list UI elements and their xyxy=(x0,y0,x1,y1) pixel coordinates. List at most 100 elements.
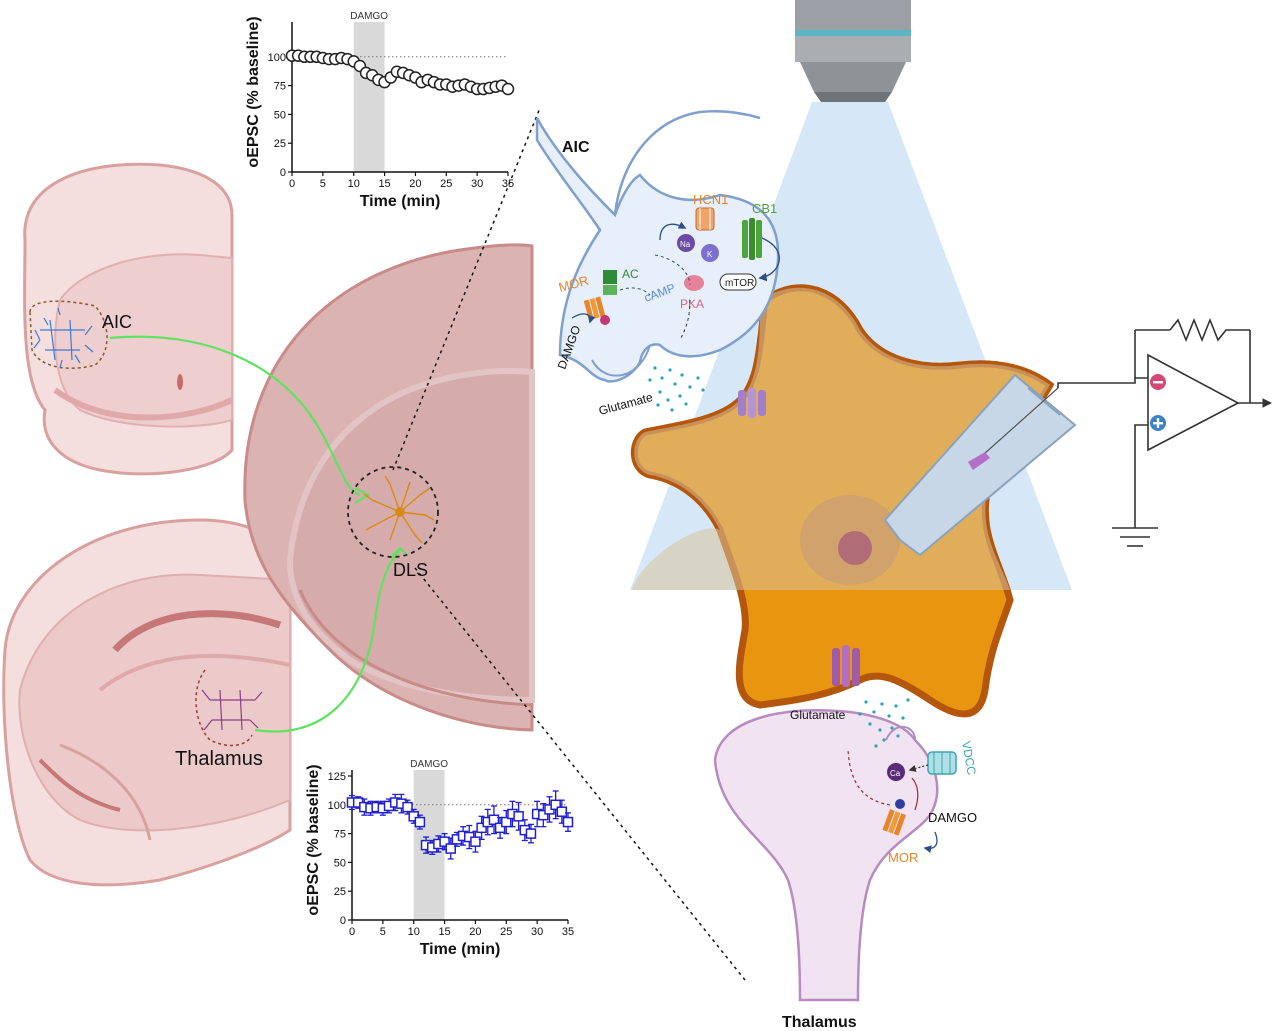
pka-icon xyxy=(684,275,704,291)
calcium-ion-icon xyxy=(887,763,905,781)
label-na: Na xyxy=(680,240,691,249)
chart-bottom-x-tick-label: 5 xyxy=(380,926,386,938)
glutamate-dots-bottom xyxy=(858,698,910,748)
chart-bottom-x-tick-label: 35 xyxy=(562,926,574,938)
brain-slice-thalamus xyxy=(2,518,292,887)
chart-top-y-tick-label: 50 xyxy=(274,109,286,121)
chart-top-x-tick-label: 25 xyxy=(440,178,452,190)
label-thalamus-terminal: Thalamus xyxy=(782,1014,857,1031)
chart-bottom-x-axis-label: Time (min) xyxy=(420,941,501,958)
label-glutamate-top: Glutamate xyxy=(597,390,654,418)
chart-top-y-tick-label: 25 xyxy=(274,138,286,150)
glutamate-dots-top xyxy=(648,366,705,412)
chart-top-x-tick-label: 10 xyxy=(348,178,360,190)
chart-bottom-data-point xyxy=(402,801,413,813)
chart-bottom-data-point xyxy=(562,816,574,828)
chart-top-data-point xyxy=(501,82,515,96)
chart-bottom-x-tick-label: 15 xyxy=(438,926,450,938)
aic-projection-path xyxy=(109,335,361,497)
ac-enzyme-icon xyxy=(603,270,617,295)
chart-bottom-x-tick-label: 20 xyxy=(469,926,481,938)
recording-pipette-icon xyxy=(883,373,1077,557)
chart-bottom-x-tick-label: 25 xyxy=(500,926,512,938)
chart-top-x-axis-label: Time (min) xyxy=(360,193,441,210)
label-aic-terminal: AIC xyxy=(562,139,590,156)
label-damgo-bottom: DAMGO xyxy=(928,810,977,825)
label-dls: DLS xyxy=(393,560,428,580)
chart-top-shaded-interval xyxy=(353,22,385,172)
brain-slice-striatum xyxy=(243,243,535,732)
thalamus-neuron-icon xyxy=(201,689,263,731)
chart-bottom-x-tick-label: 10 xyxy=(408,926,420,938)
zoom-line-top xyxy=(392,107,541,471)
chart-top-x-tick-label: 20 xyxy=(409,178,421,190)
chart-bottom-data-point xyxy=(445,843,456,854)
chart-bottom-y-tick-label: 75 xyxy=(334,829,346,841)
chart-bottom-data-point xyxy=(488,814,500,826)
chart-top-x-tick-label: 0 xyxy=(289,178,295,190)
chart-bottom-data-point xyxy=(525,828,537,839)
amplifier-inputs xyxy=(1150,374,1166,431)
vdcc-channel-icon xyxy=(927,751,957,775)
chart-bottom-x-tick-label: 30 xyxy=(531,926,543,938)
resistor-icon xyxy=(1169,317,1250,343)
chart-top-x-tick-label: 30 xyxy=(471,178,483,190)
sodium-ion-icon xyxy=(677,234,695,252)
label-aic-brain: AIC xyxy=(102,312,132,332)
potassium-ion-icon xyxy=(701,244,719,262)
chart-top-x-tick-label: 35 xyxy=(502,178,514,190)
chart-top-y-tick-label: 0 xyxy=(280,167,286,179)
chart-top-x-tick-label: 5 xyxy=(320,178,326,190)
chart-bottom-shaded-label: DAMGO xyxy=(410,759,448,770)
zoom-line-bottom xyxy=(414,567,746,981)
chart-bottom-data-point xyxy=(501,816,512,828)
thalamus-projection-path xyxy=(254,549,401,733)
chart-bottom-y-tick-label: 125 xyxy=(328,771,346,783)
amplifier-icon xyxy=(1057,329,1272,528)
receptor-top-icon xyxy=(738,388,766,418)
chart-bottom-data-point xyxy=(476,822,487,834)
label-vdcc: VDCC xyxy=(959,740,979,776)
chart-bottom-data-point xyxy=(538,809,549,821)
chart-top-y-tick-label: 100 xyxy=(268,52,286,64)
label-k: K xyxy=(707,250,713,259)
cb1-receptor-icon xyxy=(742,218,762,260)
neuron-nucleus xyxy=(838,531,872,565)
chart-bottom-data-point xyxy=(556,806,568,817)
chart-bottom-data-point xyxy=(494,822,506,834)
label-cb1: CB1 xyxy=(752,201,777,216)
chart-top-shaded-label: DAMGO xyxy=(350,11,388,22)
mor-receptor-bottom-icon xyxy=(882,799,906,836)
label-mtor: mTOR xyxy=(725,278,754,289)
brain-slice-aic xyxy=(23,162,234,476)
chart-bottom-y-axis-label: oEPSC (% baseline) xyxy=(305,764,322,915)
label-ca: Ca xyxy=(890,769,901,778)
label-mor-bottom: MOR xyxy=(888,850,918,865)
chart-bottom-data-point xyxy=(439,836,450,847)
chart-bottom-data-point xyxy=(513,811,524,822)
mtor-box xyxy=(719,273,757,291)
chart-bottom-data-point xyxy=(550,799,561,811)
thalamus-terminal xyxy=(713,709,939,1002)
hcn1-channel-icon xyxy=(695,207,715,231)
chart-bottom-data-point xyxy=(414,816,426,828)
label-hcn1: HCN1 xyxy=(693,192,728,207)
dls-region xyxy=(347,466,439,558)
label-thalamus-brain: Thalamus xyxy=(175,748,263,770)
chart-bottom-data-point xyxy=(470,836,481,847)
receptor-bottom-icon xyxy=(832,645,860,687)
chart-top-y-tick-label: 75 xyxy=(274,81,286,93)
chart-bottom-y-tick-label: 100 xyxy=(328,800,346,812)
dls-neuron-icon xyxy=(363,475,435,544)
ground-icon xyxy=(1112,527,1158,547)
chart-bottom-y-tick-label: 0 xyxy=(340,915,346,927)
chart-bottom-y-tick-label: 25 xyxy=(334,886,346,898)
microscope-objective-icon xyxy=(795,0,911,102)
aic-neuron-icon xyxy=(33,307,94,369)
chart-bottom-x-tick-label: 0 xyxy=(349,926,355,938)
label-glutamate-bottom: Glutamate xyxy=(790,708,846,722)
chart-top-y-axis-label: oEPSC (% baseline) xyxy=(245,16,262,167)
